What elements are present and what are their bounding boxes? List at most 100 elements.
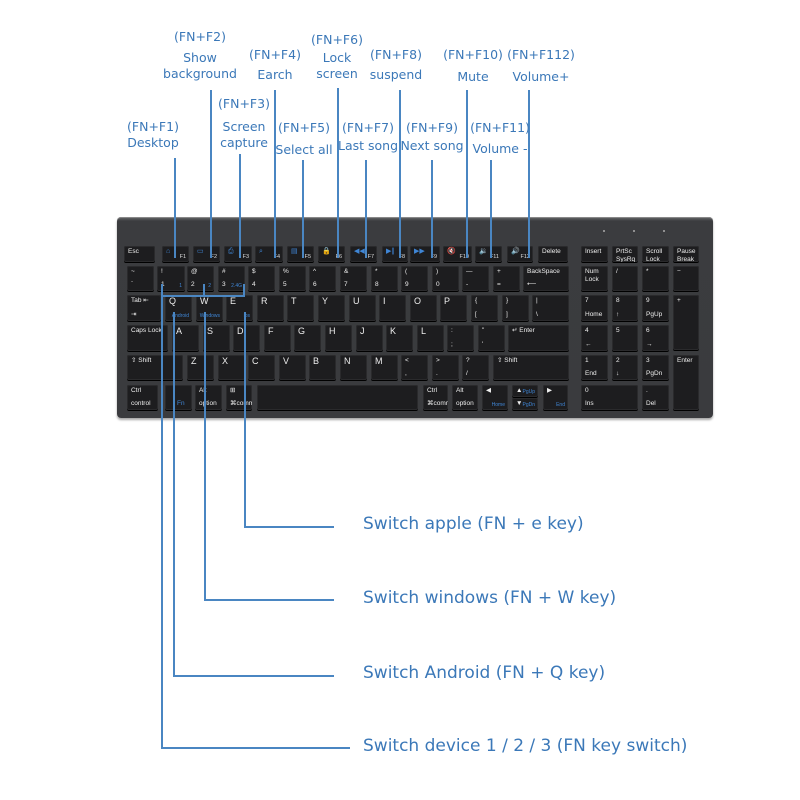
key[interactable]: <, (401, 355, 428, 380)
key[interactable]: ~` (127, 266, 154, 291)
key[interactable]: 🔇F10 (443, 246, 472, 262)
key[interactable]: |\ (532, 295, 569, 321)
key[interactable]: >. (432, 355, 459, 380)
key[interactable]: 4← (581, 325, 608, 351)
key[interactable]: X (218, 355, 245, 380)
key[interactable]: 8↑ (612, 295, 638, 321)
key[interactable]: )0 (432, 266, 459, 291)
key[interactable]: L (417, 325, 444, 351)
key[interactable]: Tab ⇤⇥ (127, 295, 161, 321)
key[interactable]: ⊞⌘command (226, 385, 252, 410)
key[interactable]: Caps Lock (127, 325, 168, 351)
key[interactable]: —- (462, 266, 489, 291)
key[interactable]: T (287, 295, 314, 321)
key[interactable]: ▭F2 (193, 246, 220, 262)
key[interactable]: Delete (538, 246, 568, 262)
key[interactable]: F (264, 325, 291, 351)
key[interactable]: N (340, 355, 367, 380)
key[interactable]: ▤F5 (287, 246, 314, 262)
key[interactable]: R (257, 295, 284, 321)
key[interactable]: S (203, 325, 230, 351)
key[interactable]: V (279, 355, 306, 380)
key[interactable]: ▶∥F8 (382, 246, 408, 262)
key[interactable]: Fn (165, 385, 192, 410)
key[interactable]: − (673, 266, 699, 291)
key[interactable]: D (233, 325, 260, 351)
key[interactable]: A (172, 325, 199, 351)
key[interactable]: $4 (248, 266, 275, 291)
key[interactable]: M (371, 355, 398, 380)
key[interactable]: {[ (471, 295, 498, 321)
key[interactable]: %5 (279, 266, 306, 291)
key[interactable]: C (248, 355, 275, 380)
key[interactable]: 🔉F11 (475, 246, 502, 262)
key[interactable]: ⎙F3 (224, 246, 252, 262)
key[interactable]: Y (318, 295, 345, 321)
key[interactable]: Num Lock (581, 266, 608, 291)
key[interactable]: 2↓ (612, 355, 638, 380)
key[interactable]: ▶▶F9 (410, 246, 440, 262)
key[interactable]: Ctrl⌘command (423, 385, 448, 410)
key[interactable]: Pause Break (673, 246, 699, 262)
key[interactable]: / (612, 266, 638, 291)
key[interactable]: (9 (401, 266, 428, 291)
key[interactable]: ⇧ Shift (493, 355, 569, 380)
key[interactable]: ↵ Enter (508, 325, 569, 351)
key[interactable]: 6→ (642, 325, 669, 351)
key[interactable]: ▶End (543, 385, 568, 410)
key[interactable]: ⇧ Shift (127, 355, 183, 380)
key[interactable]: Z (187, 355, 214, 380)
key[interactable]: ?/ (462, 355, 489, 380)
key[interactable]: ◀Home (482, 385, 508, 410)
key[interactable]: *8 (371, 266, 398, 291)
key[interactable]: &7 (340, 266, 367, 291)
key[interactable]: "' (478, 325, 505, 351)
key[interactable]: ⌕F4 (255, 246, 283, 262)
key[interactable]: PrtSc SysRq (612, 246, 638, 262)
key[interactable]: H (325, 325, 352, 351)
key[interactable]: J (356, 325, 383, 351)
key[interactable]: P (440, 295, 467, 321)
key[interactable]: + (673, 295, 699, 350)
key[interactable]: Esc (124, 246, 155, 262)
key[interactable]: ▲PgUp (512, 385, 538, 397)
key[interactable]: ▼PgDn (512, 398, 538, 410)
key[interactable]: += (493, 266, 520, 291)
key[interactable]: :; (447, 325, 474, 351)
key[interactable]: * (642, 266, 669, 291)
key[interactable]: }] (502, 295, 529, 321)
key[interactable]: G (294, 325, 321, 351)
key[interactable]: Enter (673, 355, 699, 410)
key[interactable]: I (379, 295, 406, 321)
key[interactable]: O (410, 295, 437, 321)
key[interactable]: Scroll Lock (642, 246, 669, 262)
key[interactable]: BackSpace⟵ (523, 266, 569, 291)
key[interactable]: 🔒F6 (318, 246, 345, 262)
key[interactable]: K (386, 325, 413, 351)
callout-combo: (FN+F3) (218, 96, 270, 111)
key[interactable]: ^6 (309, 266, 336, 291)
key[interactable]: ⌂F1 (162, 246, 189, 262)
key[interactable] (257, 385, 418, 410)
key[interactable]: 🔊F12 (507, 246, 533, 262)
key[interactable]: 5 (612, 325, 638, 351)
key[interactable]: ◀◀F7 (350, 246, 377, 262)
key[interactable]: .Del (642, 385, 669, 410)
key[interactable]: U (349, 295, 376, 321)
key[interactable]: Insert (581, 246, 608, 262)
key[interactable]: B (309, 355, 336, 380)
